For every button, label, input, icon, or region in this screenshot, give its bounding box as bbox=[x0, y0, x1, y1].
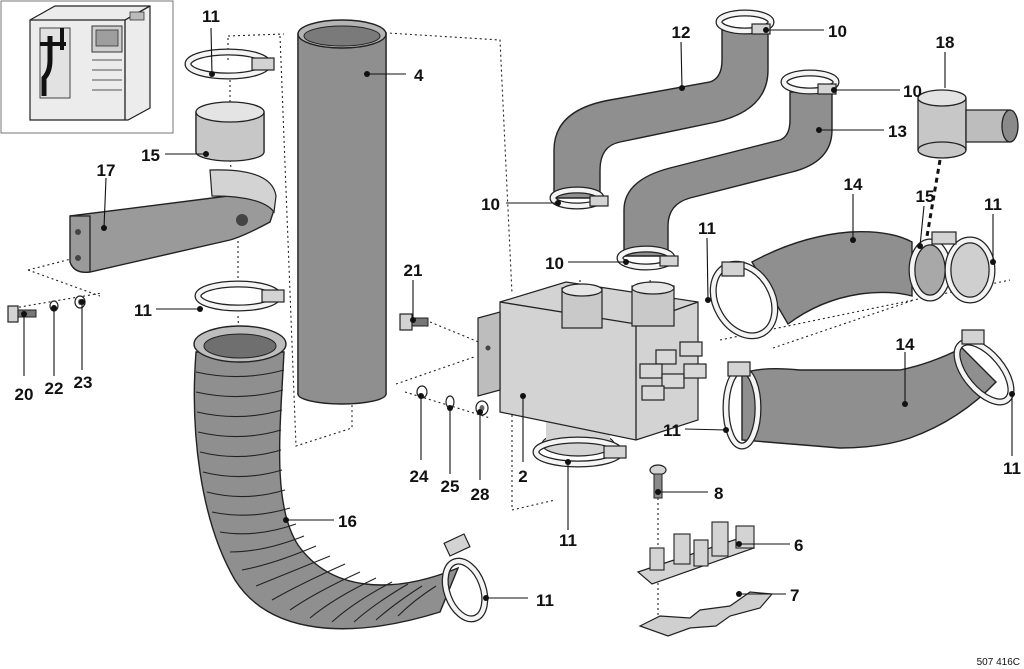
callout-10-top: 10 bbox=[828, 22, 847, 41]
callout-2: 2 bbox=[518, 467, 527, 486]
callout-18: 18 bbox=[936, 33, 955, 52]
callout-10-lower: 10 bbox=[545, 254, 564, 273]
screw-8 bbox=[649, 464, 667, 499]
elbow-hose-upper bbox=[709, 231, 996, 340]
mounting-bracket bbox=[69, 169, 277, 273]
hose-clamp-top bbox=[184, 48, 275, 80]
corrugated-hose bbox=[193, 325, 489, 630]
hose-clamp-middle bbox=[194, 280, 285, 312]
elbow-hose-lower bbox=[722, 329, 1015, 450]
straight-tube bbox=[297, 19, 387, 405]
gasket-plate-7 bbox=[638, 591, 774, 637]
callout-14-upper: 14 bbox=[844, 175, 863, 194]
callout-14-lower: 14 bbox=[896, 335, 915, 354]
callout-25: 25 bbox=[441, 477, 460, 496]
callout-7: 7 bbox=[790, 586, 799, 605]
drawing-reference-number: 507 416C bbox=[977, 657, 1020, 668]
callout-12: 12 bbox=[672, 23, 691, 42]
callout-11-upper-right: 11 bbox=[984, 195, 1002, 214]
callout-15-joint: 15 bbox=[916, 187, 935, 206]
sleeve bbox=[195, 101, 265, 162]
callout-28: 28 bbox=[471, 485, 490, 504]
callout-4: 4 bbox=[414, 66, 424, 85]
callout-11-lower-left: 11 bbox=[663, 421, 681, 440]
leader-dots bbox=[21, 27, 1015, 601]
callout-15-sleeve: 15 bbox=[141, 146, 160, 165]
callout-11-box: 11 bbox=[559, 531, 577, 550]
bent-hose-12 bbox=[549, 9, 775, 210]
callout-20: 20 bbox=[15, 385, 34, 404]
callout-labels: 11 4 15 17 11 20 22 23 16 11 21 24 25 28… bbox=[15, 7, 1021, 610]
callout-6: 6 bbox=[794, 536, 803, 555]
callout-11-middle: 11 bbox=[134, 301, 152, 320]
bolt-and-washers-left bbox=[7, 295, 86, 323]
callout-11-lower-right: 11 bbox=[1003, 459, 1021, 478]
callout-13: 13 bbox=[888, 122, 907, 141]
callout-21: 21 bbox=[404, 261, 423, 280]
distribution-box bbox=[477, 281, 707, 468]
callout-17: 17 bbox=[97, 161, 116, 180]
callout-23: 23 bbox=[74, 373, 93, 392]
callout-11-hose-end: 11 bbox=[536, 591, 554, 610]
callout-8: 8 bbox=[714, 484, 723, 503]
reducer-adapter bbox=[917, 89, 1019, 159]
callout-10-left: 10 bbox=[481, 195, 500, 214]
callout-24: 24 bbox=[410, 467, 429, 486]
callout-16: 16 bbox=[338, 512, 357, 531]
callout-10-right: 10 bbox=[903, 82, 922, 101]
callout-22: 22 bbox=[45, 379, 64, 398]
callout-11-top: 11 bbox=[202, 7, 220, 26]
leader-lines bbox=[23, 27, 1013, 599]
callout-11-upper-left: 11 bbox=[698, 219, 716, 238]
machine-overview-inset bbox=[0, 0, 174, 134]
screw-21 bbox=[399, 313, 429, 331]
tube-holder-6 bbox=[636, 521, 756, 585]
